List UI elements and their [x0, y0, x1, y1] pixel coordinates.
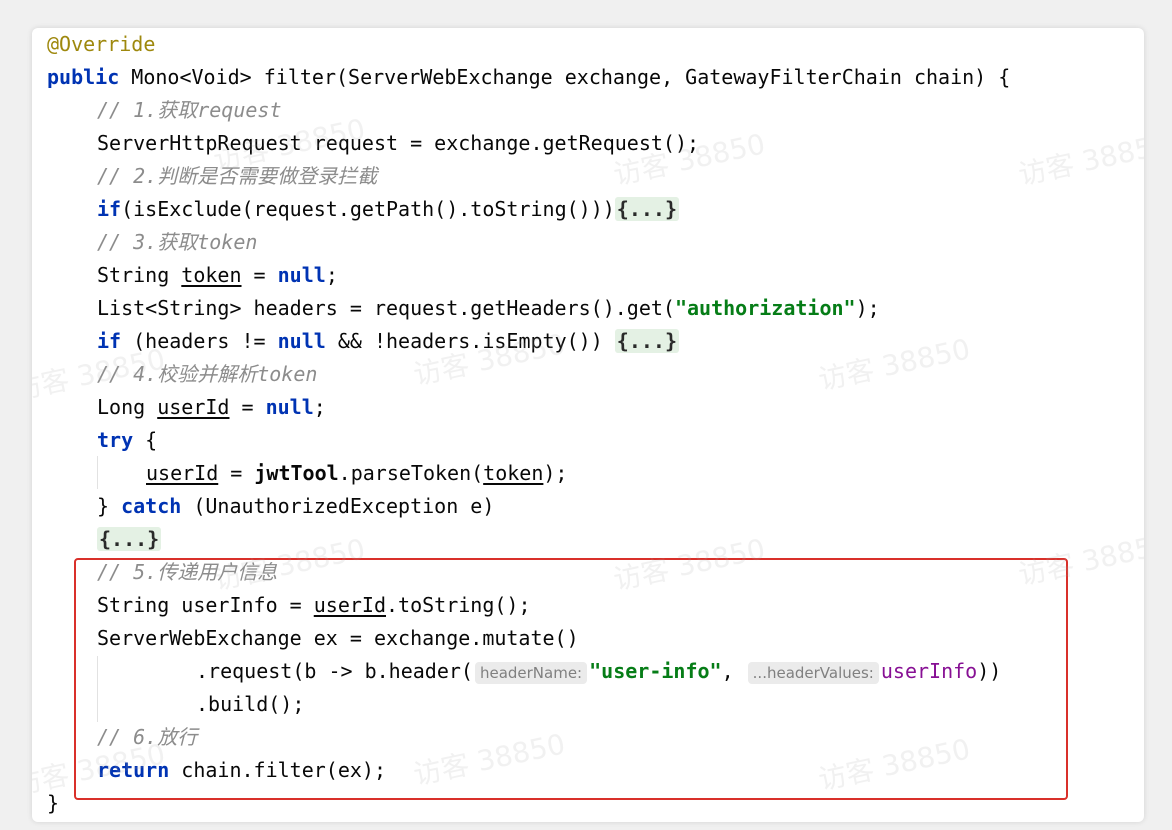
assign-op: =: [229, 395, 266, 419]
return-expression: chain.filter(ex);: [169, 758, 386, 782]
folded-block[interactable]: {...}: [97, 527, 162, 551]
keyword-if: if: [97, 197, 122, 221]
type-long: Long: [97, 395, 158, 419]
type-string: String: [97, 263, 182, 287]
keyword-try: try: [97, 428, 134, 452]
headers-decl: List<String> headers = request.getHeader…: [97, 296, 675, 320]
folded-block[interactable]: {...}: [614, 197, 679, 221]
assign-op: =: [218, 461, 255, 485]
code-line-parse: userId = jwtTool.parseToken(token);: [146, 457, 567, 490]
indent-guide: [97, 456, 98, 489]
code-line-token: String token = null;: [97, 259, 338, 292]
keyword-null: null: [265, 395, 314, 419]
watermark: 访客 38850: [815, 332, 974, 397]
code-line-if-headers: if (headers != null && !headers.isEmpty(…: [97, 325, 680, 358]
var-userinfo: userInfo: [880, 659, 978, 683]
comment-6: // 6.放行: [97, 725, 198, 749]
watermark: 访客 38850: [1015, 527, 1144, 592]
code-line-request-header: .request(b -> b.header(headerName:"user-…: [196, 655, 1001, 688]
annotation-override: @Override: [47, 32, 156, 56]
comment-3: // 3.获取token: [97, 230, 258, 254]
folded-block[interactable]: {...}: [614, 329, 680, 353]
code-line-if-exclude: if(isExclude(request.getPath().toString(…: [97, 193, 679, 226]
code-line-catch: } catch (UnauthorizedException e): [97, 490, 494, 523]
param-hint-headername: headerName:: [474, 662, 588, 684]
code-line-signature: public Mono<Void> filter(ServerWebExchan…: [47, 61, 1010, 94]
code-line-annotation: @Override: [47, 28, 155, 61]
comment-5: // 5.传递用户信息: [97, 560, 278, 584]
open-brace: {: [133, 428, 158, 452]
keyword-null: null: [277, 263, 326, 287]
keyword-return: return: [97, 758, 170, 782]
comment-2: // 2.判断是否需要做登录拦截: [97, 164, 378, 188]
keyword-catch: catch: [121, 494, 182, 518]
closing-paren: );: [543, 461, 568, 485]
closing-paren: );: [855, 296, 880, 320]
comment-4: // 4.校验并解析token: [97, 362, 318, 386]
method-tostring: .toString();: [386, 593, 531, 617]
watermark: 访客 38850: [410, 727, 569, 792]
code-line-exchange: ServerWebExchange ex = exchange.mutate(): [97, 626, 579, 650]
closing-paren: )): [977, 659, 1002, 683]
userinfo-decl: String userInfo =: [97, 593, 314, 617]
close-brace: }: [97, 494, 122, 518]
var-token: token: [181, 263, 242, 287]
string-user-info: "user-info": [589, 659, 722, 683]
param-hint-headervalues: ...headerValues:: [747, 662, 879, 684]
var-userid: userId: [313, 593, 386, 617]
method-parsetoken: .parseToken(: [338, 461, 484, 485]
code-line-close: }: [47, 791, 60, 815]
if-condition-a: (headers !=: [121, 329, 278, 353]
watermark: 访客 38850: [610, 532, 769, 597]
method-signature: Mono<Void> filter(ServerWebExchange exch…: [119, 65, 1011, 89]
watermark: 访客 38850: [1015, 127, 1144, 192]
code-line-return: return chain.filter(ex);: [97, 754, 386, 787]
code-editor: @Override public Mono<Void> filter(Serve…: [32, 28, 1144, 822]
code-line-build: .build();: [196, 692, 305, 716]
code-line-fold: {...}: [97, 523, 162, 556]
comment-1: // 1.获取request: [97, 98, 282, 122]
if-condition-b: && !headers.isEmpty()): [325, 329, 615, 353]
string-authorization: "authorization": [674, 296, 856, 320]
semicolon: ;: [325, 263, 338, 287]
keyword-if: if: [97, 329, 122, 353]
comma: ,: [721, 659, 746, 683]
assign-op: =: [241, 263, 278, 287]
keyword-public: public: [47, 65, 120, 89]
method-request: .request(b -> b.header(: [196, 659, 473, 683]
watermark: 访客 38850: [815, 732, 974, 797]
var-token: token: [483, 461, 544, 485]
code-line-userid: Long userId = null;: [97, 391, 326, 424]
field-jwttool: jwtTool: [254, 461, 339, 485]
if-condition: (isExclude(request.getPath().toString())…: [121, 197, 615, 221]
catch-params: (UnauthorizedException e): [181, 494, 495, 518]
semicolon: ;: [313, 395, 326, 419]
var-userid: userId: [157, 395, 230, 419]
code-line-userinfo: String userInfo = userId.toString();: [97, 589, 531, 622]
code-line-try: try {: [97, 424, 157, 457]
var-userid: userId: [146, 461, 219, 485]
keyword-null: null: [277, 329, 326, 353]
indent-guide: [97, 656, 98, 722]
code-line-headers: List<String> headers = request.getHeader…: [97, 292, 880, 325]
code-line-request: ServerHttpRequest request = exchange.get…: [97, 131, 700, 155]
